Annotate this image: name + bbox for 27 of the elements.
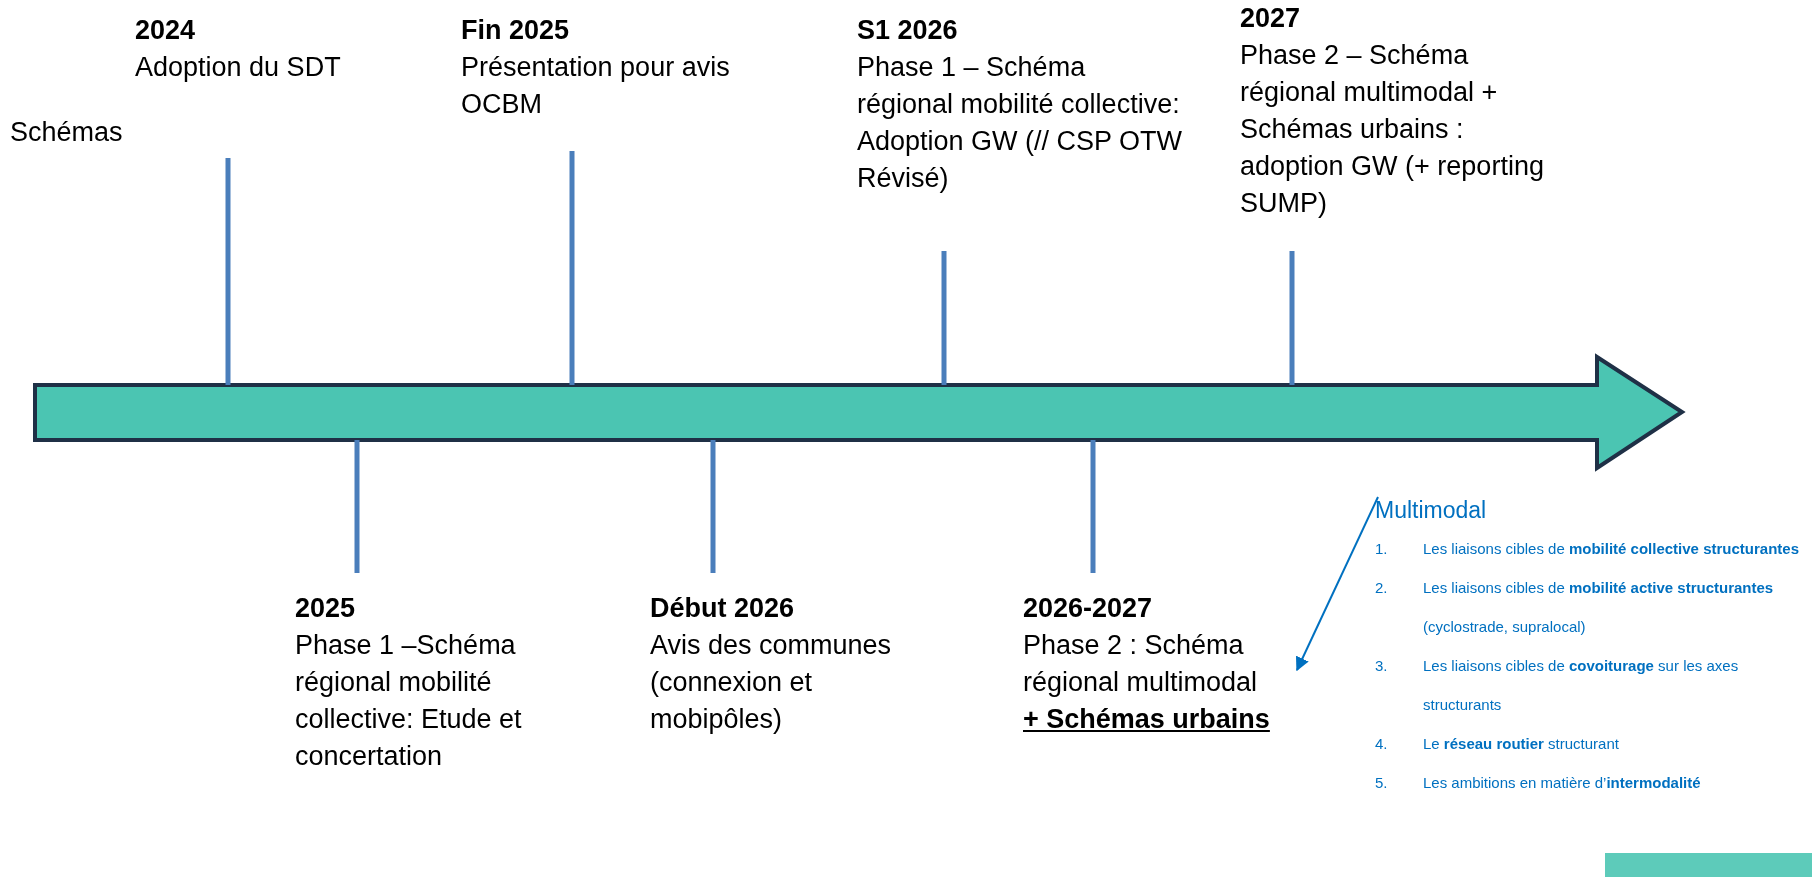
list-heading: Multimodal bbox=[1375, 496, 1488, 525]
milestone-date: 2026-2027 bbox=[1023, 592, 1154, 625]
list-item-text: Les liaisons cibles de mobilité collective structurantes bbox=[1423, 539, 1800, 559]
list-item-text: Les liaisons cibles de mobilité active structurantes (cyclostrade, supralocal) bbox=[1423, 578, 1775, 637]
list-number: 5. bbox=[1375, 773, 1389, 793]
milestone-description: Phase 1 –Schéma régional mobilité collective: Etude et concertation bbox=[295, 629, 523, 773]
milestone-date: Fin 2025 bbox=[461, 14, 571, 47]
milestone-date: S1 2026 bbox=[857, 14, 959, 47]
milestone-description: Avis des communes (connexion et mobipôles) bbox=[650, 629, 893, 736]
list-number: 2. bbox=[1375, 578, 1389, 598]
list-number: 1. bbox=[1375, 539, 1389, 559]
milestone-date: 2024 bbox=[135, 14, 197, 47]
list-number: 4. bbox=[1375, 734, 1389, 754]
list-item-text: Le réseau routier structurant bbox=[1423, 734, 1620, 754]
row-label: Schémas bbox=[10, 117, 123, 148]
milestone-description: Phase 2 – Schéma régional multimodal + Schémas urbains : adoption GW (+ reporting SUMP) bbox=[1240, 39, 1545, 220]
list-item-text: Les ambitions en matière d’intermodalité bbox=[1423, 773, 1702, 793]
milestone-description: Adoption du SDT bbox=[135, 51, 342, 84]
milestone-description: Phase 2 : Schéma régional multimodal bbox=[1023, 629, 1259, 699]
milestone-date: 2027 bbox=[1240, 2, 1302, 35]
arrow bbox=[1296, 496, 1379, 672]
list-number: 3. bbox=[1375, 656, 1389, 676]
milestone-note: + Schémas urbains bbox=[1023, 703, 1271, 736]
milestone-description: Présentation pour avis OCBM bbox=[461, 51, 731, 121]
milestone-date: Début 2026 bbox=[650, 592, 796, 625]
milestone-description: Phase 1 – Schéma régional mobilité collective: Adoption GW (// CSP OTW Révisé) bbox=[857, 51, 1184, 195]
milestone-date: 2025 bbox=[295, 592, 357, 625]
